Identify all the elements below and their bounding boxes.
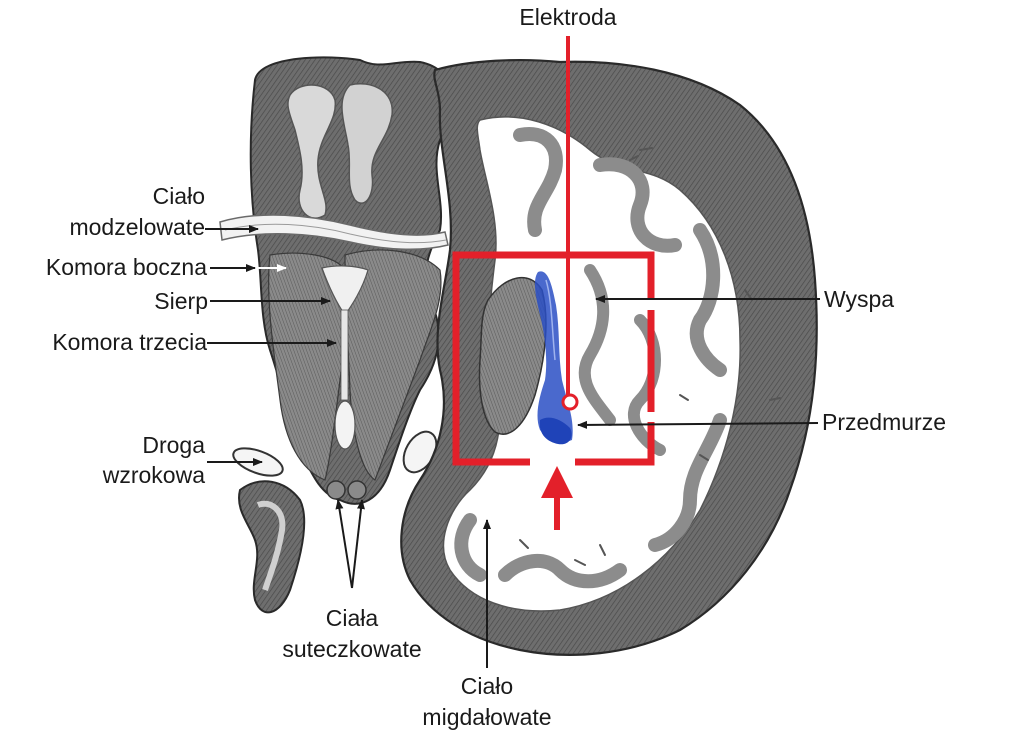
label-amygdala-line2: migdałowate [387,704,587,731]
label-optic-tract-line2: wzrokowa [40,462,205,489]
label-lateral-ventricle: Komora boczna [2,254,207,281]
label-claustrum: Przedmurze [822,409,946,436]
label-septum: Sierp [60,288,208,315]
label-optic-tract-line1: Droga [60,432,205,459]
label-insula: Wyspa [824,286,894,313]
label-corpus-callosum-line1: Ciało [60,183,205,210]
label-corpus-callosum-line2: modzelowate [20,214,205,241]
electrode-tip [563,395,577,409]
right-hemisphere [401,60,816,655]
label-third-ventricle: Komora trzecia [2,329,207,356]
label-mammillary-line1: Ciała [262,605,442,632]
label-mammillary-line2: suteczkowate [252,636,452,663]
label-amygdala-line1: Ciało [397,673,577,700]
label-electrode: Elektroda [508,4,628,31]
